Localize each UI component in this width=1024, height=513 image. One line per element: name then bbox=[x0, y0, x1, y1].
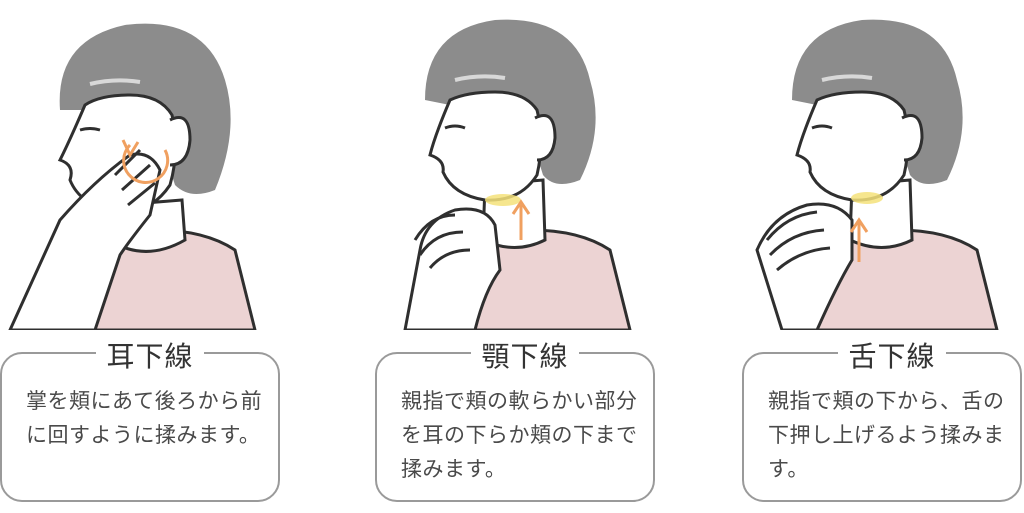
circular-arrow-icon bbox=[121, 139, 170, 184]
illustration-parotid bbox=[8, 23, 257, 330]
panel-submandibular: 顎下線 親指で頬の軟らかい部分を耳の下らか頬の下まで揉みます。 bbox=[375, 0, 675, 513]
up-arrow-icon bbox=[849, 217, 869, 262]
description-box bbox=[375, 352, 655, 502]
panel-title: 顎下線 bbox=[375, 335, 675, 375]
description-box bbox=[742, 352, 1022, 502]
panel-description: 掌を頬にあて後ろから前に回すように揉みます。 bbox=[26, 389, 263, 447]
panel-description: 親指で頬の下から、舌の下押し上げるよう揉みます。 bbox=[768, 389, 1005, 481]
illustration-submandibular bbox=[403, 19, 632, 330]
panel-sublingual: 舌下線 親指で頬の下から、舌の下押し上げるよう揉みます。 bbox=[742, 0, 1024, 513]
panel-parotid: 耳下線 掌を頬にあて後ろから前に回すように揉みます。 bbox=[0, 0, 300, 513]
panel-description: 親指で頬の軟らかい部分を耳の下らか頬の下まで揉みます。 bbox=[401, 389, 638, 481]
up-arrow-icon bbox=[511, 199, 531, 240]
illustration-sublingual bbox=[755, 19, 999, 330]
panel-title: 舌下線 bbox=[742, 335, 1024, 375]
panel-title: 耳下線 bbox=[0, 335, 300, 375]
